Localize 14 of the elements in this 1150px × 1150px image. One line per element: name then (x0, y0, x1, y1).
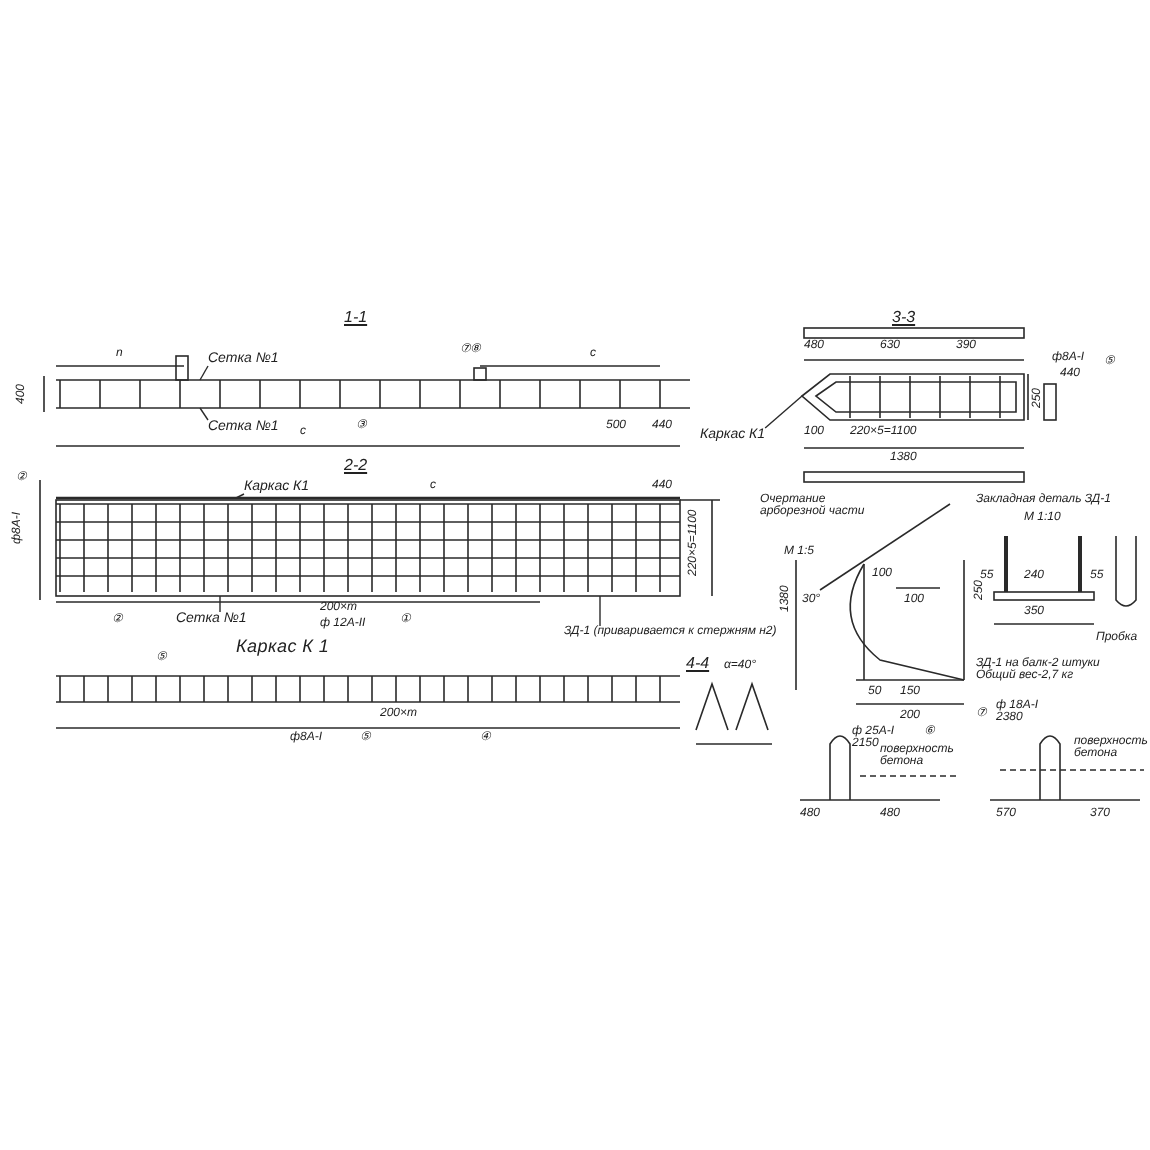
cross-section-drawing (800, 373, 1025, 421)
leader-line (199, 365, 209, 381)
leader-line (764, 395, 803, 429)
leader-line (219, 595, 221, 613)
mesh-drawing (55, 496, 681, 597)
leader-line (199, 407, 209, 421)
leader-line (599, 595, 601, 627)
leader-line (235, 493, 245, 499)
drawing-label: Каркас К 1 (236, 638, 330, 656)
beam-section-drawing (55, 379, 691, 409)
section-title: 3-3 (892, 310, 916, 326)
section-title: 2-2 (344, 458, 368, 474)
section-title: 4-4 (686, 656, 710, 672)
section-title: 1-1 (344, 310, 368, 326)
